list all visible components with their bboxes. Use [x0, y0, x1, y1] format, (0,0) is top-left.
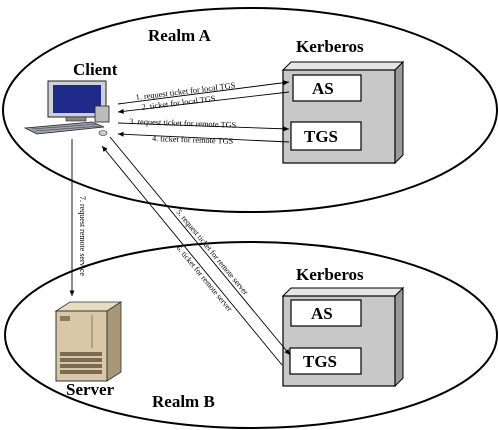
realm-a-ellipse: [2, 7, 498, 213]
tgs-a-box: [290, 121, 362, 151]
tgs-b-box: [289, 347, 362, 375]
kerberos-b-server: AS TGS: [281, 286, 405, 388]
client-label: Client: [73, 60, 118, 79]
tgs-a-label: TGS: [304, 127, 338, 146]
message-4-arrow: [117, 131, 290, 143]
message-3-arrow: [117, 122, 290, 132]
desktop-computer-icon: [23, 80, 110, 136]
message-6-arrow: [101, 145, 283, 366]
as-a-label: AS: [312, 79, 334, 98]
realm-a-label: Realm A: [148, 26, 212, 45]
kerberos-a-title: Kerberos: [296, 37, 364, 56]
as-b-box: [290, 299, 362, 327]
message-5-arrow: [109, 136, 291, 356]
as-a-box: [292, 74, 362, 102]
kerberos-a-server: AS TGS: [281, 60, 405, 165]
message-4-label: 4. ticket for remote TGS: [152, 134, 234, 146]
server-tower-icon: [54, 301, 123, 382]
as-b-label: AS: [311, 304, 333, 323]
tgs-b-label: TGS: [303, 352, 337, 371]
realm-b-label: Realm B: [152, 392, 215, 411]
kerberos-b-title: Kerberos: [296, 265, 364, 284]
message-1-arrow: [117, 80, 290, 105]
message-7-label: 7. request remote service: [78, 196, 87, 276]
realm-b-ellipse: [4, 241, 498, 429]
message-3-label: 3. request ticket for remote TGS: [129, 117, 237, 130]
message-2-arrow: [117, 91, 290, 114]
message-6-label: 6. ticket for remote server: [174, 244, 234, 314]
server-label: Server: [66, 380, 115, 399]
